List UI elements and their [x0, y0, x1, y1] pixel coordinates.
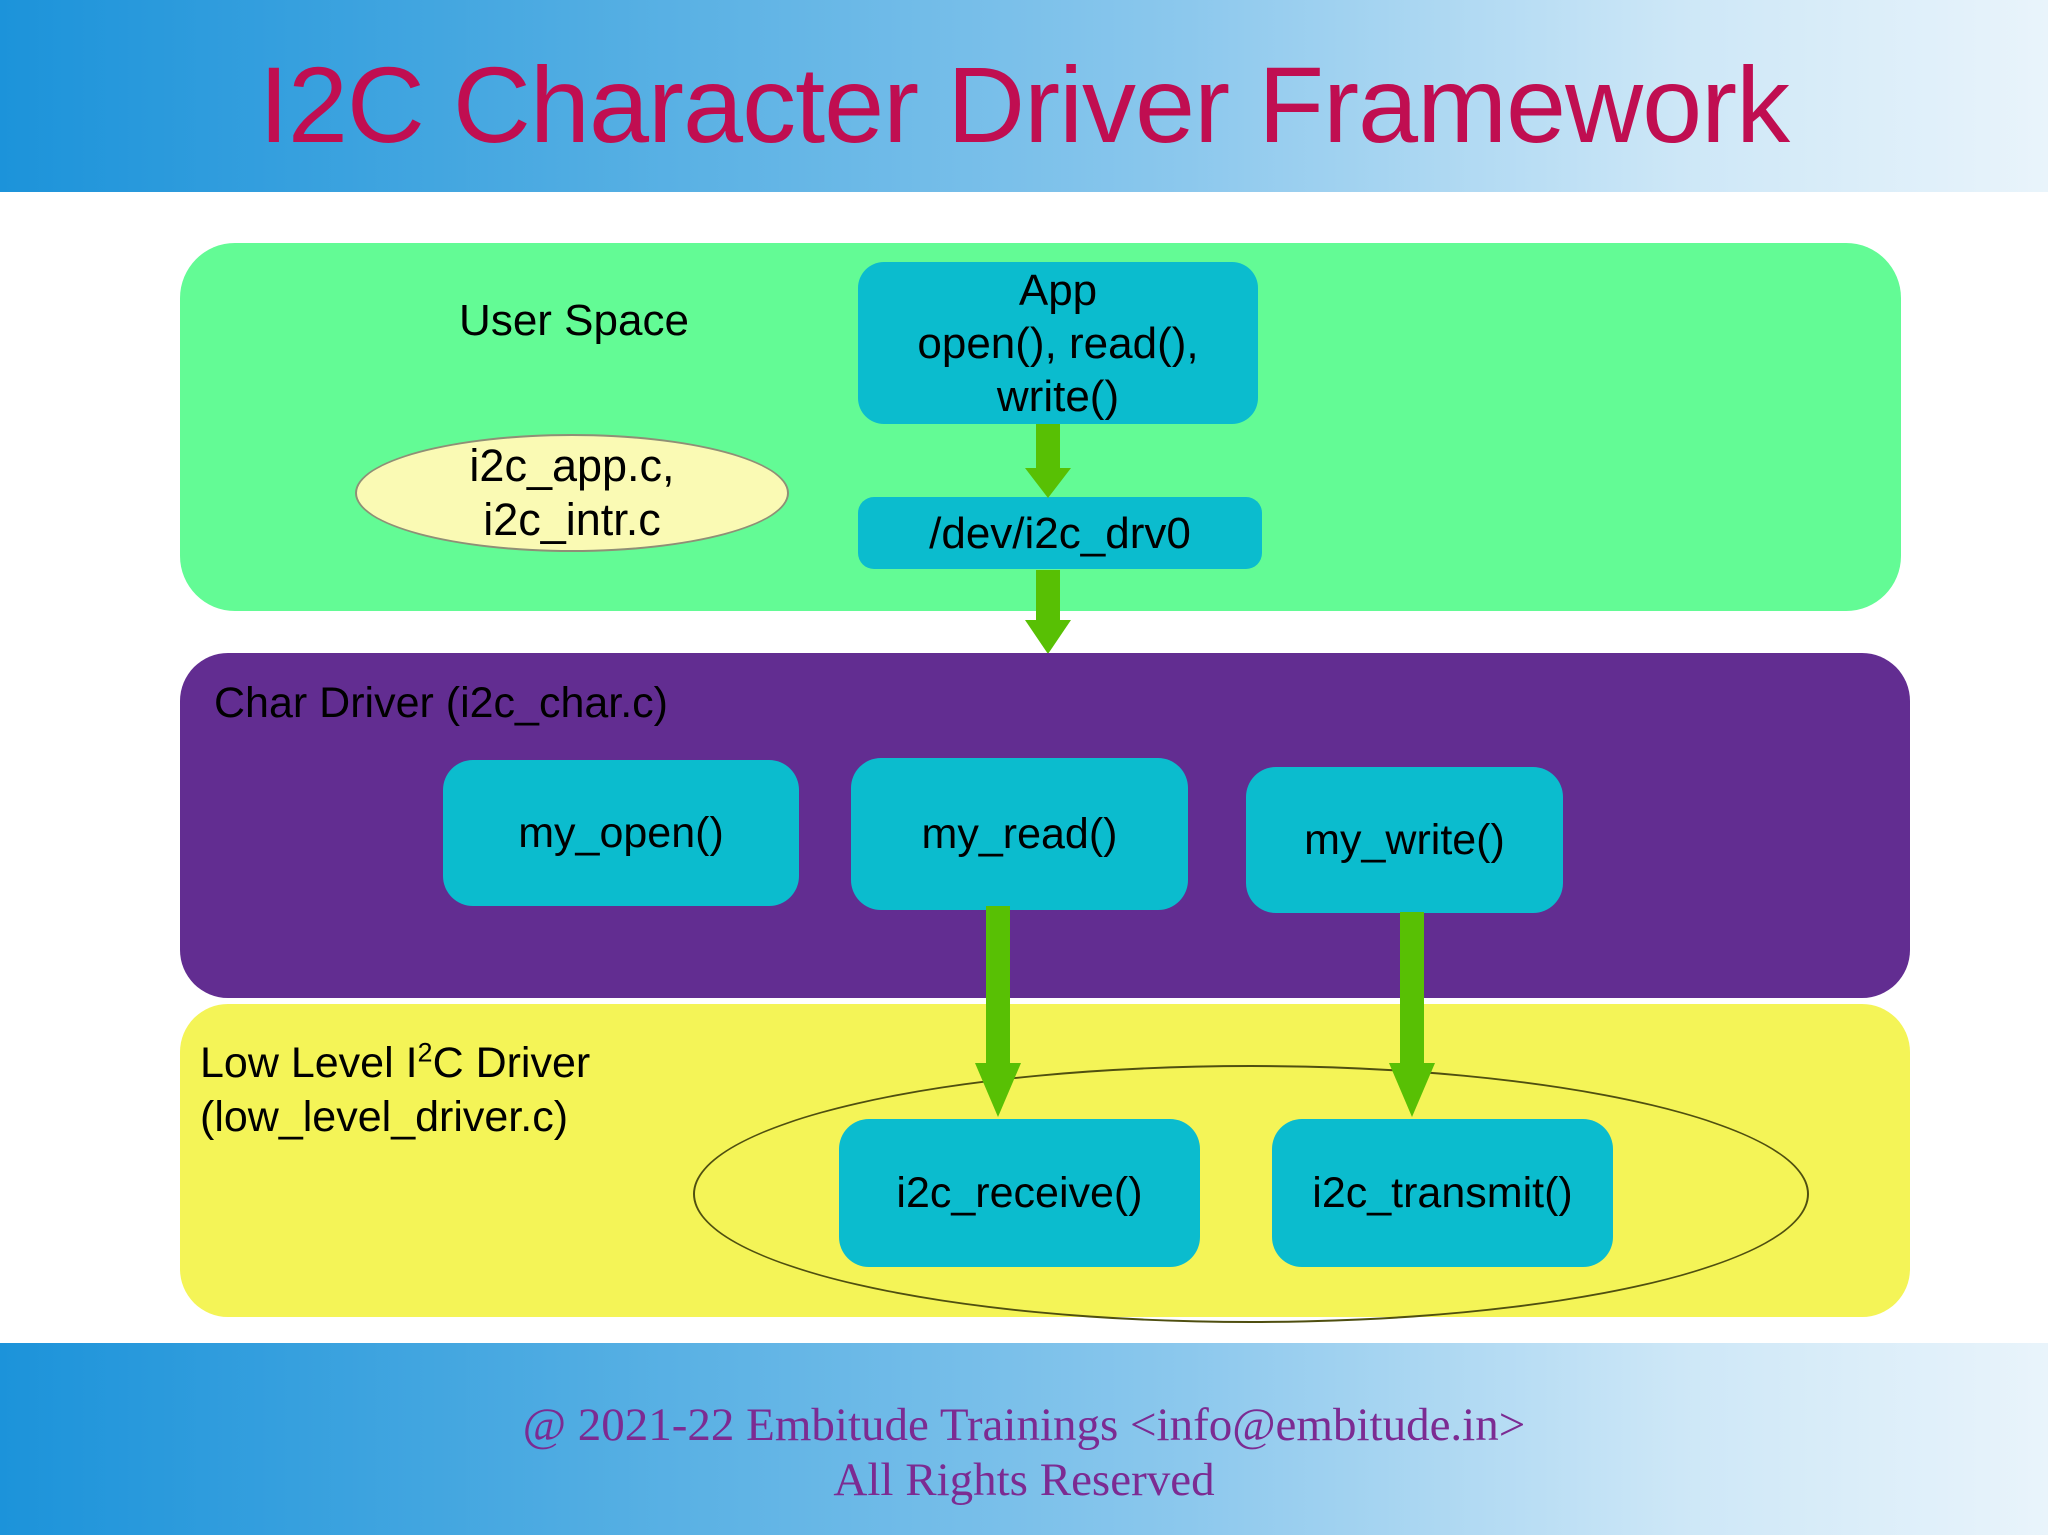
- my-open-label: my_open(): [518, 808, 724, 857]
- arrow-head: [1389, 1063, 1435, 1117]
- low-level-label: Low Level I2C Driver (low_level_driver.c…: [200, 1036, 590, 1144]
- low-level-group-ellipse: [693, 1065, 1809, 1323]
- source-file-line1: i2c_app.c,: [469, 440, 675, 491]
- dev-node-label: /dev/i2c_drv0: [929, 508, 1191, 558]
- char-driver-label: Char Driver (i2c_char.c): [214, 679, 668, 727]
- page-title: I2C Character Driver Framework: [258, 44, 1790, 165]
- user-space-label: User Space: [459, 296, 689, 345]
- arrow-head: [975, 1063, 1021, 1117]
- arrow-stem: [1036, 570, 1060, 620]
- arrow-stem: [1400, 912, 1424, 1063]
- my-open-box: my_open(): [443, 760, 799, 906]
- app-box-line2: open(), read(),: [917, 318, 1199, 368]
- arrow-stem: [986, 906, 1010, 1063]
- low-level-label-line1: Low Level I2C Driver: [200, 1039, 590, 1087]
- my-write-box: my_write(): [1246, 767, 1563, 913]
- footer-line1: @ 2021-22 Embitude Trainings <info@embit…: [522, 1399, 1526, 1451]
- app-box-line3: write(): [996, 371, 1120, 421]
- i2c-receive-label: i2c_receive(): [896, 1168, 1143, 1217]
- footer-line2: All Rights Reserved: [833, 1454, 1215, 1506]
- app-box-line1: App: [1018, 265, 1098, 315]
- arrow-head: [1025, 620, 1071, 654]
- i2c-transmit-box: i2c_transmit(): [1272, 1119, 1613, 1267]
- low-level-label-suffix: C Driver: [432, 1039, 591, 1087]
- low-level-label-prefix: Low Level I: [200, 1039, 418, 1087]
- source-file-line2: i2c_intr.c: [483, 494, 661, 545]
- footer-band: [0, 1343, 2048, 1535]
- arrow-head: [1025, 468, 1071, 498]
- source-files-ellipse: i2c_app.c, i2c_intr.c: [355, 434, 789, 552]
- my-read-label: my_read(): [921, 809, 1118, 858]
- i2c-receive-box: i2c_receive(): [839, 1119, 1200, 1267]
- arrow-stem: [1036, 424, 1060, 468]
- dev-node-box: /dev/i2c_drv0: [858, 497, 1262, 569]
- my-read-box: my_read(): [851, 758, 1188, 910]
- low-level-label-line2: (low_level_driver.c): [200, 1093, 569, 1141]
- my-write-label: my_write(): [1304, 815, 1505, 864]
- footer-copyright: @ 2021-22 Embitude Trainings <info@embit…: [0, 1398, 2048, 1508]
- app-box: App open(), read(), write(): [858, 262, 1258, 424]
- i2c-transmit-label: i2c_transmit(): [1312, 1168, 1573, 1217]
- low-level-label-sup: 2: [417, 1037, 433, 1068]
- header-band: [0, 0, 2048, 192]
